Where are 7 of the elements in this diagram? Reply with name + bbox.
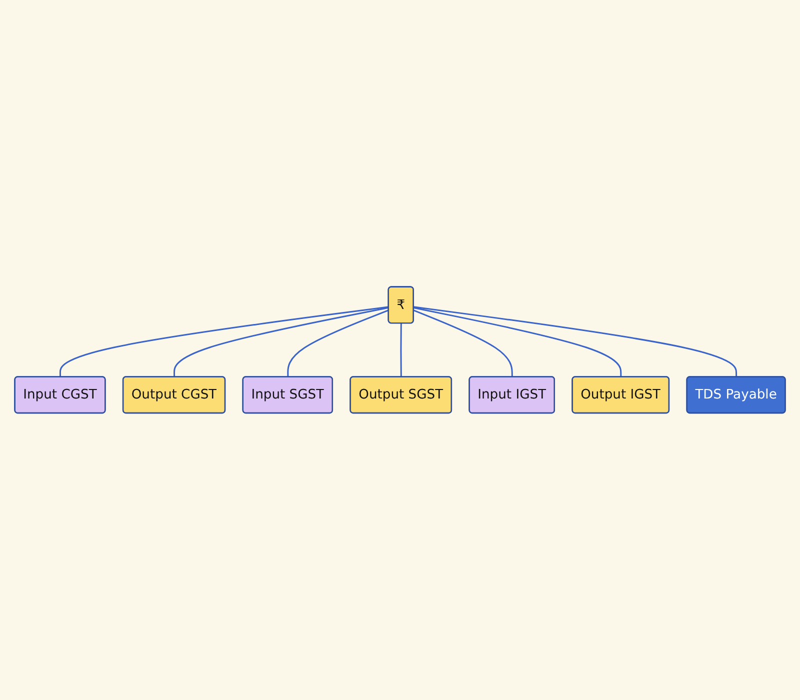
connector [414, 307, 622, 378]
connector [59, 306, 389, 378]
connector [400, 324, 402, 378]
connector [413, 310, 513, 378]
connector [287, 310, 389, 378]
connector [414, 306, 738, 378]
connector [174, 307, 389, 378]
